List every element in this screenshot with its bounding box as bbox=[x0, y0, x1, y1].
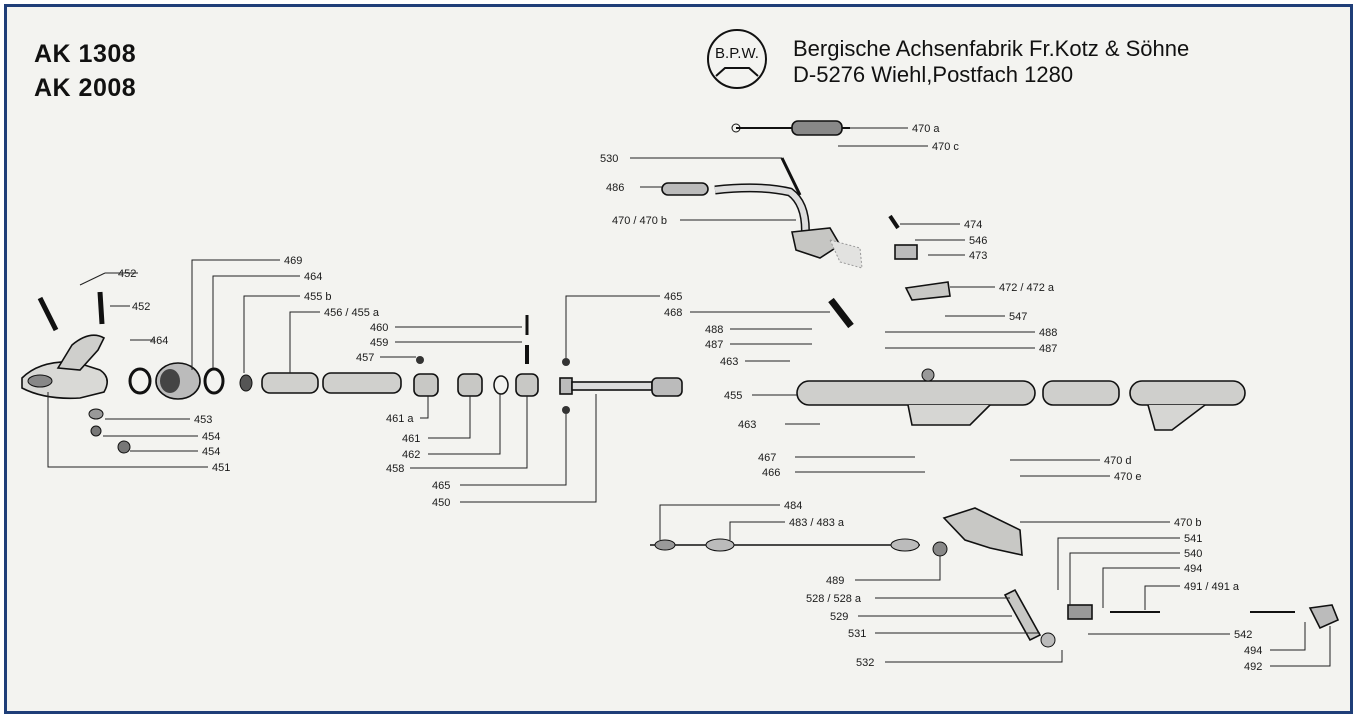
part-label: 461 bbox=[402, 433, 420, 445]
part-label: 464 bbox=[150, 335, 168, 347]
drawbar-450-icon bbox=[559, 358, 683, 414]
bushing-461a-icon bbox=[413, 373, 439, 397]
part-label: 453 bbox=[194, 414, 212, 426]
part-label: 531 bbox=[848, 628, 866, 640]
part-label: 464 bbox=[304, 271, 322, 283]
part-label: 465 bbox=[664, 291, 682, 303]
part-label: 487 bbox=[1039, 343, 1057, 355]
part-label: 529 bbox=[830, 611, 848, 623]
part-label: 470 b bbox=[1174, 517, 1202, 529]
part-label: 460 bbox=[370, 322, 388, 334]
part-label: 528 / 528 a bbox=[806, 593, 862, 605]
part-label: 484 bbox=[784, 500, 802, 512]
part-labels: 452 452 469 464 455 b 456 / 455 a 460 45… bbox=[118, 123, 1262, 673]
bolt-452-icon bbox=[37, 291, 105, 332]
ring-464-icon bbox=[128, 367, 152, 395]
linkage-470a-icon bbox=[731, 120, 850, 136]
part-label: 541 bbox=[1184, 533, 1202, 545]
part-label: 455 bbox=[724, 390, 742, 402]
part-label: 454 bbox=[202, 431, 220, 443]
part-label: 470 d bbox=[1104, 455, 1132, 467]
tube-455a-icon bbox=[322, 372, 402, 394]
part-label: 472 / 472 a bbox=[999, 282, 1055, 294]
part-label: 463 bbox=[738, 419, 756, 431]
part-label: 452 bbox=[132, 301, 150, 313]
part-label: 452 bbox=[118, 268, 136, 280]
part-label: 470 / 470 b bbox=[612, 215, 667, 227]
upper-right-parts-icon bbox=[828, 214, 951, 329]
bpw-logo-icon: B.P.W. bbox=[707, 29, 767, 89]
cable-483-icon bbox=[650, 538, 920, 552]
company-address: D-5276 Wiehl,Postfach 1280 bbox=[793, 62, 1074, 87]
small-parts-453-454-icon bbox=[88, 408, 131, 454]
ring-462-icon bbox=[493, 375, 509, 395]
part-label: 470 a bbox=[912, 123, 940, 135]
part-label: 491 / 491 a bbox=[1184, 581, 1240, 593]
part-label: 459 bbox=[370, 337, 388, 349]
part-label: 489 bbox=[826, 575, 844, 587]
part-label: 532 bbox=[856, 657, 874, 669]
part-label: 473 bbox=[969, 250, 987, 262]
model-label-1: AK 1308 bbox=[34, 40, 137, 68]
part-label: 470 c bbox=[932, 141, 959, 153]
part-label: 455 b bbox=[304, 291, 332, 303]
lower-mechanism-icon bbox=[932, 507, 1340, 648]
part-label: 462 bbox=[402, 449, 420, 461]
model-label-2: AK 2008 bbox=[34, 74, 137, 102]
part-label: 461 a bbox=[386, 413, 414, 425]
part-label: 458 bbox=[386, 463, 404, 475]
part-label: 546 bbox=[969, 235, 987, 247]
part-label: 465 bbox=[432, 480, 450, 492]
leader-lines bbox=[47, 127, 1331, 667]
part-label: 469 bbox=[284, 255, 302, 267]
part-label: 474 bbox=[964, 219, 982, 231]
part-label: 457 bbox=[356, 352, 374, 364]
part-label: 468 bbox=[664, 307, 682, 319]
part-label: 530 bbox=[600, 153, 618, 165]
part-label: 451 bbox=[212, 462, 230, 474]
part-label: 494 bbox=[1244, 645, 1262, 657]
company-name: Bergische Achsenfabrik Fr.Kotz & Söhne bbox=[793, 36, 1190, 61]
logo-text: B.P.W. bbox=[715, 45, 759, 62]
screw-457-icon bbox=[416, 356, 424, 364]
part-label: 470 e bbox=[1114, 471, 1142, 483]
bushing-458-icon bbox=[515, 373, 539, 397]
part-label: 467 bbox=[758, 452, 776, 464]
washer-455b-icon bbox=[239, 374, 253, 392]
part-label: 492 bbox=[1244, 661, 1262, 673]
part-label: 540 bbox=[1184, 548, 1202, 560]
part-label: 483 / 483 a bbox=[789, 517, 845, 529]
part-label: 456 / 455 a bbox=[324, 307, 380, 319]
part-label: 488 bbox=[1039, 327, 1057, 339]
coupling-head-icon bbox=[21, 334, 108, 400]
part-label: 486 bbox=[606, 182, 624, 194]
part-label: 463 bbox=[720, 356, 738, 368]
part-label: 542 bbox=[1234, 629, 1252, 641]
main-tube-455-icon bbox=[796, 368, 1246, 431]
part-label: 466 bbox=[762, 467, 780, 479]
diagram-frame bbox=[4, 4, 1353, 714]
part-label: 487 bbox=[705, 339, 723, 351]
part-label: 450 bbox=[432, 497, 450, 509]
bellows-469-icon bbox=[155, 362, 201, 400]
part-label: 547 bbox=[1009, 311, 1027, 323]
tube-456-icon bbox=[261, 372, 319, 394]
part-label: 488 bbox=[705, 324, 723, 336]
part-label: 494 bbox=[1184, 563, 1202, 575]
bushing-461-icon bbox=[457, 373, 483, 397]
ring-464b-icon bbox=[203, 367, 225, 395]
handbrake-lever-icon bbox=[661, 157, 863, 269]
part-label: 454 bbox=[202, 446, 220, 458]
